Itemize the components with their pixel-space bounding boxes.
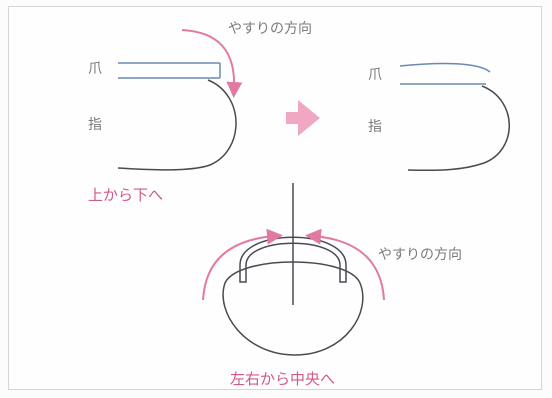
top-filing-direction-arrow [181,29,243,98]
left-finger-outline [117,79,237,171]
right-side-filing-arrow [305,228,385,301]
sides-to-center-caption: 左右から中央へ [230,370,336,388]
left-finger-label: 指 [88,117,102,133]
right-nail-label: 爪 [368,67,382,83]
finger-front-outline [222,261,364,356]
top-direction-label: やすりの方向 [228,21,312,37]
front-view-nail [222,236,364,356]
left-finger-side-view [117,62,237,171]
right-nail-curve [399,62,491,73]
diagram-frame [8,6,542,390]
left-nail-label: 爪 [88,61,102,77]
right-finger-side-view [399,62,510,172]
bottom-direction-label: やすりの方向 [378,247,462,263]
left-side-filing-arrow [202,228,283,301]
top-to-bottom-caption: 上から下へ [88,186,164,204]
right-finger-label: 指 [368,119,382,135]
nail-front-outer [239,236,347,283]
transition-arrow-icon [286,100,320,136]
right-finger-outline [407,85,510,172]
